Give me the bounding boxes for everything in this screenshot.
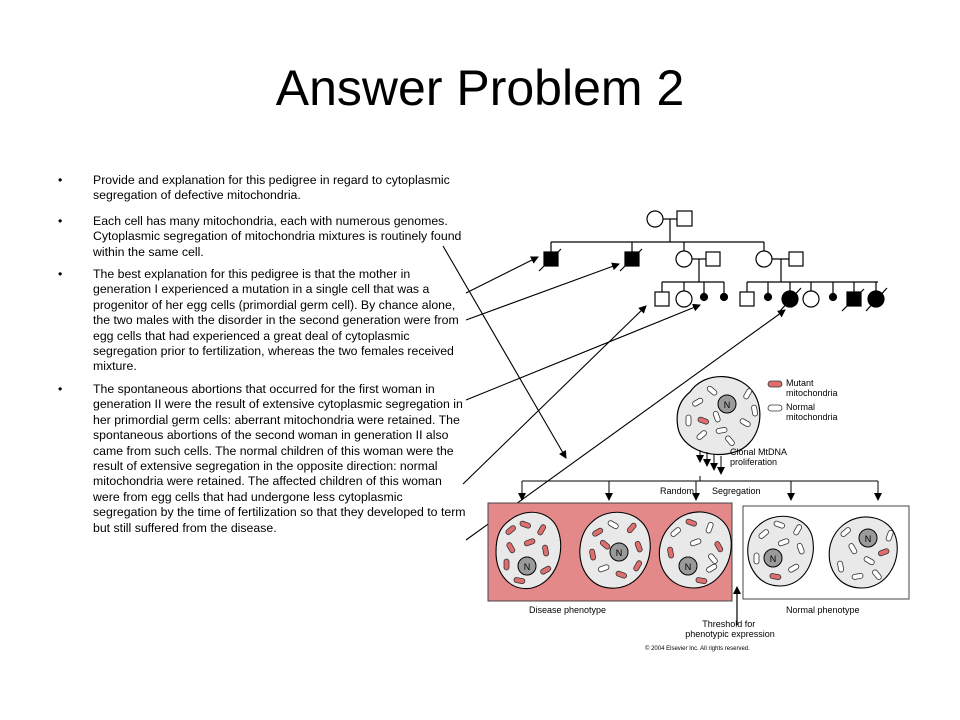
nucleus <box>717 394 737 414</box>
arrow-to-affected-child <box>465 309 786 541</box>
pedigree-male-unaffected <box>739 291 755 307</box>
generation-2 <box>538 248 878 283</box>
nucleus-label: N <box>524 562 531 572</box>
pedigree-chart <box>538 210 888 312</box>
pedigree-miscarriage <box>699 292 709 302</box>
clonal-proliferation-label: Clonal MtDNA proliferation <box>730 447 789 467</box>
bullet-list: • Provide and explanation for this pedigr… <box>58 173 468 546</box>
threshold-label: Threshold for phenotypic expression <box>685 619 775 639</box>
legend-swatch-normal <box>767 404 783 412</box>
bullet-item: • Provide and explanation for this pedigr… <box>58 173 468 204</box>
pedigree-male-unaffected <box>705 251 721 267</box>
legend-label-mutant: Mutant mitochondria <box>786 378 838 398</box>
pedigree-miscarriage <box>828 292 838 302</box>
arrow-to-normal-child <box>462 305 647 485</box>
bullet-item: • The best explanation for this pedigree … <box>58 267 468 375</box>
slide-title: Answer Problem 2 <box>275 60 685 116</box>
bullet-marker: • <box>58 381 63 396</box>
segregation-label: Segregation <box>712 486 761 496</box>
random-label: Random <box>660 486 694 496</box>
bullet-text: Each cell has many mitochondria, each wi… <box>93 213 462 259</box>
legend-swatch-mutant <box>767 380 783 388</box>
pedigree-male-unaffected <box>788 251 804 267</box>
disease-phenotype-label: Disease phenotype <box>529 605 606 615</box>
disease-cell: N <box>495 511 562 590</box>
proliferation-arrows <box>696 450 725 475</box>
generation-1 <box>550 210 765 252</box>
disease-cell: N <box>579 511 651 589</box>
arrow-to-affected-male <box>465 262 620 321</box>
segregation-bracket <box>518 476 882 501</box>
bullet-text: The spontaneous abortions that occurred … <box>93 381 466 535</box>
bullet-marker: • <box>58 173 63 187</box>
nucleus-label: N <box>724 400 731 410</box>
pedigree-miscarriage <box>719 292 729 302</box>
nucleus-label: N <box>685 562 692 572</box>
legend-label-normal: Normal mitochondria <box>786 402 838 422</box>
bullet-text: The best explanation for this pedigree i… <box>93 267 459 374</box>
bullet-marker: • <box>58 213 63 228</box>
nucleus-label: N <box>865 534 872 544</box>
legend: Mutant mitochondria Normal mitochondria <box>767 378 838 422</box>
progenitor-cell: N <box>676 376 761 456</box>
pedigree-male-unaffected <box>654 291 670 307</box>
bullet-text: Provide and explanation for this pedigre… <box>93 173 450 203</box>
pedigree-miscarriage <box>763 292 773 302</box>
nucleus-label: N <box>616 548 623 558</box>
segregation-diagram: N Mutant mitochondria <box>487 376 910 652</box>
generation-3 <box>654 282 888 312</box>
normal-cell: N <box>828 516 898 589</box>
normal-cell: N <box>747 515 814 587</box>
pedigree-female-unaffected <box>675 290 693 308</box>
normal-phenotype-label: Normal phenotype <box>786 605 860 615</box>
disease-cell: N <box>658 511 732 589</box>
bullet-item: • The spontaneous abortions that occurred… <box>58 382 468 536</box>
pedigree-female-unaffected <box>802 290 820 308</box>
pointer-arrows <box>442 245 786 541</box>
pedigree-female-unaffected <box>646 210 664 228</box>
pedigree-male-unaffected <box>676 210 693 227</box>
arrow-to-clonal-proliferation <box>442 245 567 459</box>
copyright-text: © 2004 Elsevier Inc. All rights reserved… <box>645 645 750 652</box>
arrow-to-miscarriage <box>465 303 701 401</box>
bullet-item: • Each cell has many mitochondria, each w… <box>58 214 468 260</box>
nucleus-label: N <box>770 554 777 564</box>
pedigree-female-unaffected <box>675 250 693 268</box>
arrow-to-affected-male <box>465 256 539 294</box>
bullet-marker: • <box>58 267 63 282</box>
pedigree-female-unaffected <box>755 250 773 268</box>
